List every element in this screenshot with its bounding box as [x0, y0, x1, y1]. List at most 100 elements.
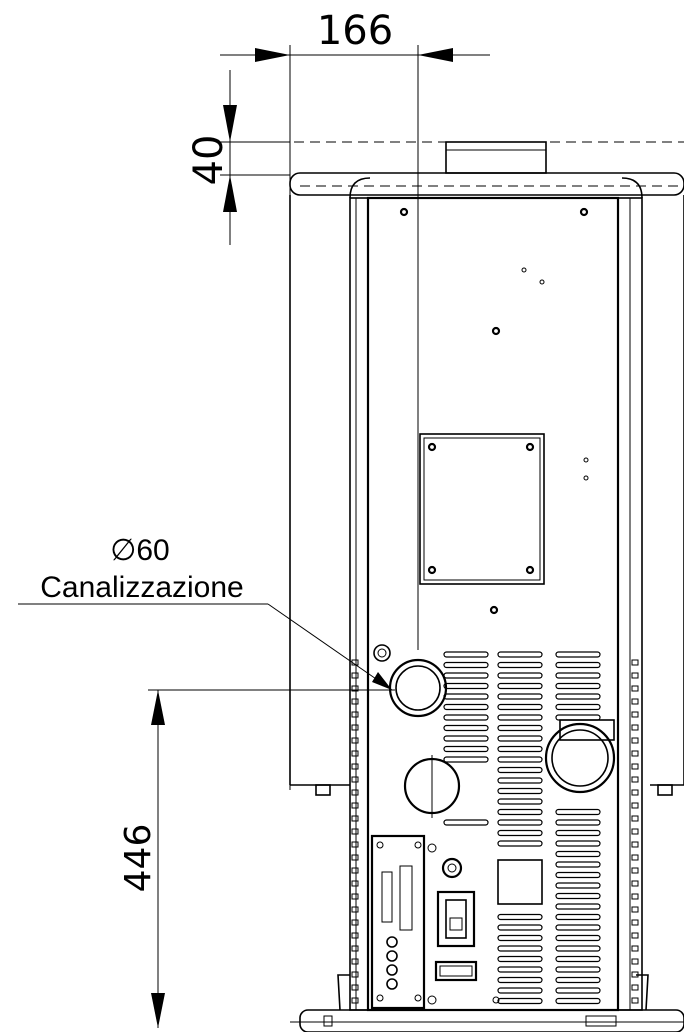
vent-slot [555, 703, 601, 711]
dimension-166-label: 166 [317, 8, 393, 54]
vent-slot [497, 714, 543, 721]
rail-slot [351, 841, 359, 848]
rail-slot [351, 984, 359, 991]
vent-slot [555, 966, 601, 973]
vent-slot [443, 756, 489, 763]
vent-slot [497, 745, 543, 753]
vent-slot [497, 934, 543, 942]
rail-slot [631, 984, 639, 991]
rail-slot [351, 711, 359, 718]
rail-slot [631, 828, 639, 835]
vent-slot [555, 934, 601, 942]
vent-slot [497, 703, 543, 711]
rail-slot [631, 997, 639, 1004]
vent-slot [555, 829, 601, 837]
duct-lower [403, 755, 461, 818]
vent-slot [443, 819, 489, 826]
inspection-plate [419, 433, 545, 585]
vent-slot [555, 861, 601, 868]
rail-slot [631, 815, 639, 822]
rail-slot [351, 789, 359, 796]
feet [315, 784, 673, 1027]
vent-slot [555, 661, 601, 669]
rail-slot [351, 685, 359, 692]
rail-slot [351, 997, 359, 1004]
dimension-40-label: 40 [186, 135, 232, 186]
rail-slot [631, 945, 639, 952]
duct-right [544, 719, 616, 794]
grommet [373, 644, 391, 662]
rail-slot [351, 906, 359, 913]
rail-slot [631, 906, 639, 913]
vent-slot [443, 714, 489, 721]
canalizzazione-callout: ∅60 Canalizzazione [18, 534, 393, 691]
vent-slot [555, 808, 601, 816]
rail-slot [351, 763, 359, 770]
vent-slot [497, 693, 543, 700]
vent-slot [497, 945, 543, 952]
rail-slot [631, 776, 639, 783]
vent-slot [555, 819, 601, 826]
vent-slot [497, 651, 543, 658]
vent-slot [497, 913, 543, 921]
vent-slot [443, 724, 489, 732]
vent-slot [555, 693, 601, 700]
rail-slot [351, 750, 359, 757]
vent-slot [443, 735, 489, 742]
vent-slot [497, 829, 543, 837]
rail-slot [631, 893, 639, 900]
vent-slot [497, 808, 543, 816]
rail-slot [351, 737, 359, 744]
vent-slot [497, 798, 543, 805]
rail-slot [351, 828, 359, 835]
rail-slot [351, 880, 359, 887]
vent-slot [497, 924, 543, 931]
rail-slot [351, 815, 359, 822]
rail-slot [631, 919, 639, 926]
rail-slot [351, 945, 359, 952]
vent-slot [443, 745, 489, 753]
dimension-446: 446 [118, 689, 395, 1028]
duct-canalizzazione [388, 658, 448, 718]
vent-slot [497, 840, 543, 847]
vent-slot [497, 966, 543, 973]
rail-slot [351, 854, 359, 861]
rail-slot [631, 789, 639, 796]
vent-slot [555, 976, 601, 984]
vent-slot [497, 682, 543, 690]
mounting-holes [399, 207, 589, 615]
vent-slot [497, 777, 543, 784]
rail-slot [631, 932, 639, 939]
rail-slot [351, 724, 359, 731]
vent-slot [497, 955, 543, 963]
vent-slot [443, 703, 489, 711]
vent-slot [497, 787, 543, 795]
dimension-446-label: 446 [118, 824, 159, 893]
rail-slot [631, 750, 639, 757]
vent-slot [555, 997, 601, 1005]
rail-slot [631, 880, 639, 887]
vent-slot [497, 819, 543, 826]
rail-slot [351, 971, 359, 978]
vent-slot [497, 724, 543, 732]
vent-slot [555, 682, 601, 690]
vent-slot [497, 672, 543, 679]
rail-slot [631, 763, 639, 770]
vent-slot [497, 735, 543, 742]
rail-slot [351, 932, 359, 939]
vent-slot [555, 924, 601, 931]
rail-slot [351, 893, 359, 900]
rail-slot [631, 724, 639, 731]
callout-diameter: ∅60 [110, 534, 170, 567]
vent-slot [497, 987, 543, 994]
vent-slot [497, 766, 543, 774]
vent-slot [443, 672, 489, 679]
vent-slot [555, 913, 601, 921]
vent-grilles [443, 651, 601, 1005]
rail-slot [631, 737, 639, 744]
vent-slot [443, 651, 489, 658]
rail-slot [351, 698, 359, 705]
vent-slot [443, 693, 489, 700]
rail-slot [631, 659, 639, 666]
